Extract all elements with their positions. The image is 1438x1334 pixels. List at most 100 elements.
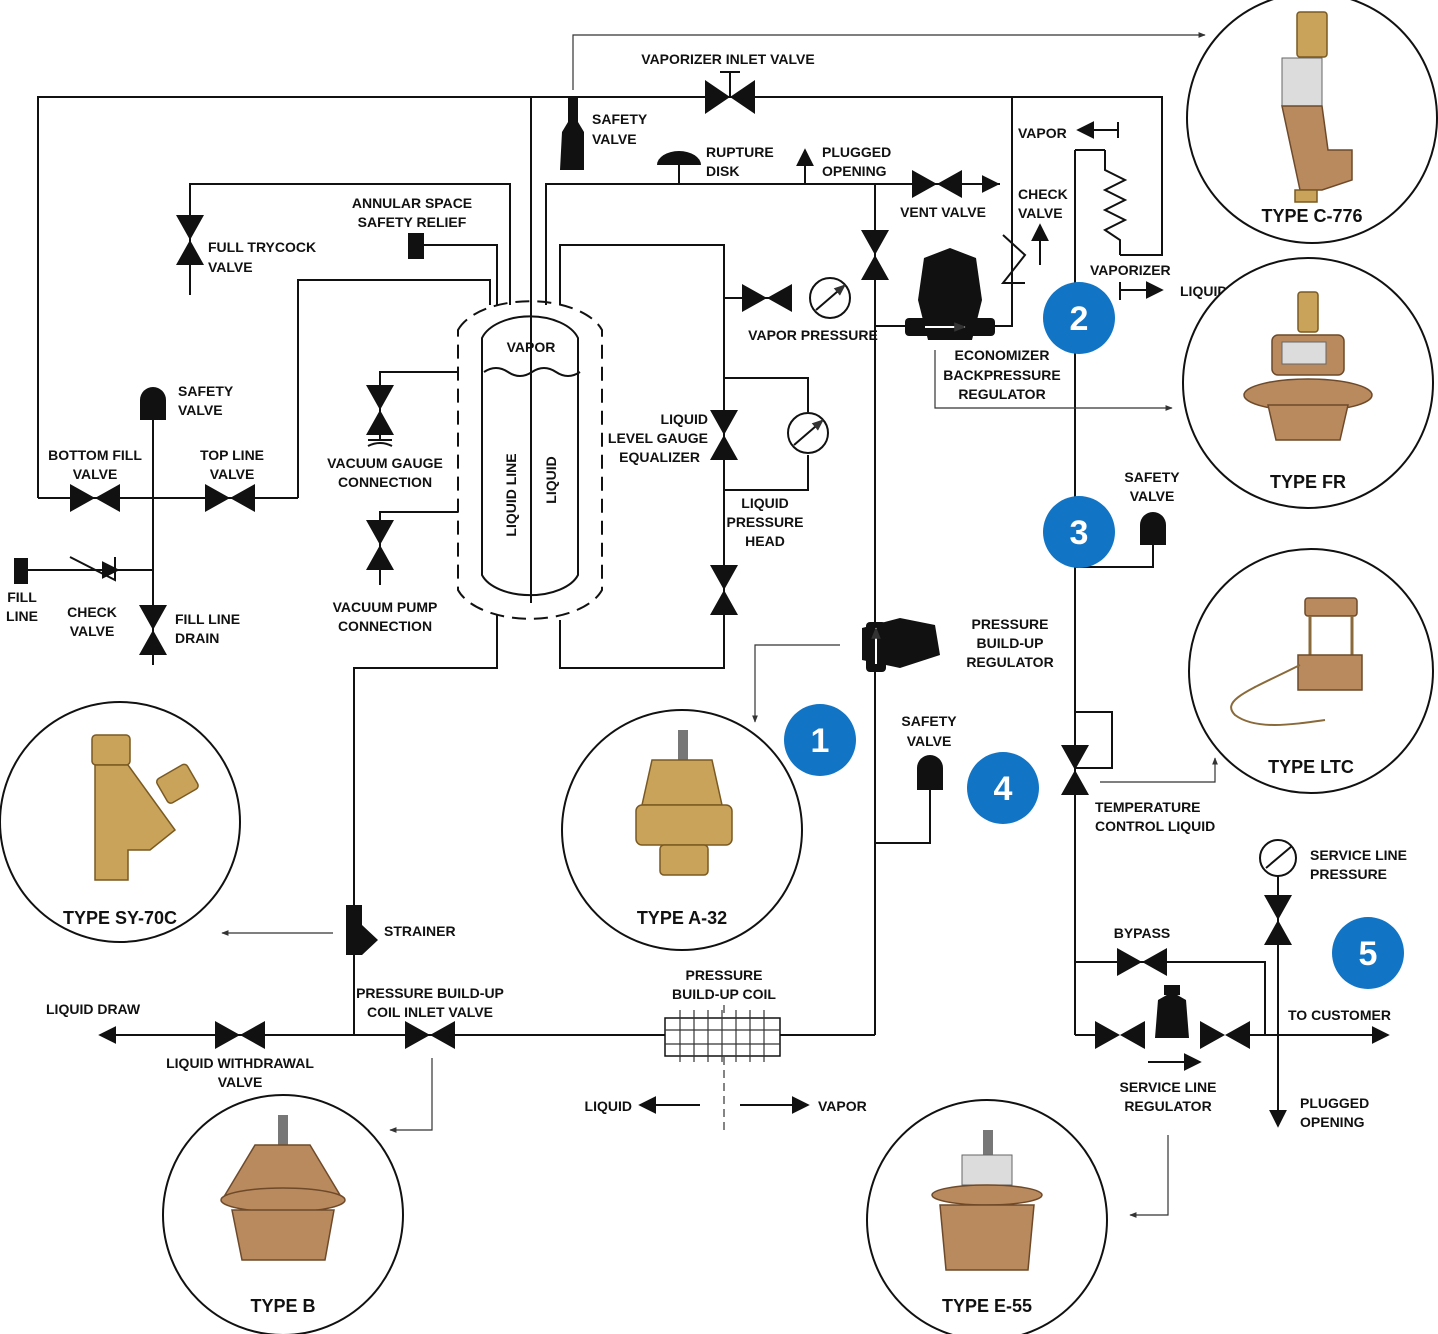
vapor-bottom-label: VAPOR [818,1098,867,1114]
vent-valve-label: VENT VALVE [900,204,986,220]
safety-valve-right-label-2: VALVE [1130,488,1175,504]
tank-liquid-line-label: LIQUID LINE [503,453,519,536]
vaporizer-label: VAPORIZER [1090,262,1171,278]
liquid-bottom-label: LIQUID [585,1098,632,1114]
vaporizer-inlet-valve-label: VAPORIZER INLET VALVE [641,51,814,67]
valves [70,71,1292,1049]
service-line-pressure-label-1: SERVICE LINE [1310,847,1407,863]
strainer-label: STRAINER [384,923,456,939]
pbu-coil-icon [664,1010,781,1062]
liquid-level-label-2: LEVEL GAUGE [608,430,708,446]
liquid-pressure-head-label-3: HEAD [745,533,785,549]
pbu-inlet-label-1: PRESSURE BUILD-UP [356,985,504,1001]
storage-tank: VAPOR LIQUID LINE LIQUID [457,300,603,620]
fill-line-drain-label-1: FILL LINE [175,611,240,627]
badge-2: 2 [1043,282,1115,354]
product-title-fr: TYPE FR [1270,472,1346,492]
check-valve-left-label-2: VALVE [70,623,115,639]
safety-valve-mid-icon [917,755,943,790]
vapor-pressure-valve-icon [742,284,792,312]
product-title-a32: TYPE A-32 [637,908,727,928]
safety-valve-right-label-1: SAFETY [1124,469,1180,485]
service-regulator-label-2: REGULATOR [1124,1098,1211,1114]
fill-line-label-1: FILL [7,589,37,605]
pbu-coil-label-1: PRESSURE [685,967,762,983]
product-type-e55: TYPE E-55 [866,1099,1108,1334]
fill-line-label-2: LINE [6,608,38,624]
vacuum-pump-valve-icon [366,520,394,570]
temperature-control-label-2: CONTROL LIQUID [1095,818,1215,834]
tank-liquid-label: LIQUID [543,456,559,503]
liquid-pressure-head-valve-icon [710,565,738,615]
service-outlet-valve-icon [1200,1021,1250,1049]
liquid-pressure-head-label-1: LIQUID [741,495,788,511]
bypass-valve-icon [1117,948,1167,976]
top-line-label-2: VALVE [210,466,255,482]
vent-valve-icon [912,170,962,198]
bottom-fill-valve-icon [70,484,120,512]
svg-text:1: 1 [811,722,830,760]
product-title-c776: TYPE C-776 [1261,206,1362,226]
vent-line-valve-icon [861,230,889,280]
pbu-inlet-label-2: COIL INLET VALVE [367,1004,493,1020]
badge-5: 5 [1332,917,1404,989]
check-valve-left-icon [69,556,116,582]
liquid-level-label-1: LIQUID [661,411,708,427]
full-trycock-label-1: FULL TRYCOCK [208,239,316,255]
badge-1: 1 [784,704,856,776]
product-type-c776: TYPE C-776 [1186,0,1438,244]
rupture-disk-label-1: RUPTURE [706,144,774,160]
liquid-level-gauge-valve-icon [710,410,738,460]
check-valve-left-label-1: CHECK [67,604,117,620]
service-inlet-valve-icon [1095,1021,1145,1049]
temperature-control-label-1: TEMPERATURE [1095,799,1201,815]
vaporizer-coil-icon [1102,150,1128,255]
vacuum-pump-label-2: CONNECTION [338,618,432,634]
product-title-b: TYPE B [250,1296,315,1316]
product-title-sy70c: TYPE SY-70C [63,908,177,928]
safety-valve-top-label-1: SAFETY [592,111,648,127]
fill-line-drain-valve-icon [139,605,167,655]
liquid-pressure-head-label-2: PRESSURE [726,514,803,530]
product-type-fr: TYPE FR [1182,257,1434,509]
service-pressure-valve-icon [1264,895,1292,945]
annular-space-relief-icon [408,233,424,259]
product-title-ltc: TYPE LTC [1268,757,1354,777]
svg-text:3: 3 [1070,514,1089,552]
product-type-sy70c: TYPE SY-70C [0,701,241,943]
leader-arrows [221,32,1218,1218]
annular-space-label-2: SAFETY RELIEF [358,214,467,230]
svg-text:4: 4 [994,770,1013,808]
badge-3: 3 [1043,496,1115,568]
rupture-disk-label-2: DISK [706,163,739,179]
plugged-opening-top-label-2: OPENING [822,163,887,179]
badge-4: 4 [967,752,1039,824]
labels: VAPORIZER INLET VALVE SAFETY VALVE RUPTU… [6,51,1407,1130]
safety-valve-left-label-2: VALVE [178,402,223,418]
pbu-regulator-label-2: BUILD-UP [977,635,1044,651]
liquid-draw-label: LIQUID DRAW [46,1001,141,1017]
safety-valve-top-label-2: VALVE [592,131,637,147]
product-type-ltc: TYPE LTC [1188,548,1434,794]
product-type-b: TYPE B [162,1094,404,1334]
safety-valve-left-label-1: SAFETY [178,383,234,399]
fill-line-drain-label-2: DRAIN [175,630,219,646]
pbu-regulator-label-3: REGULATOR [966,654,1053,670]
economizer-regulator-icon [905,248,995,340]
svg-text:2: 2 [1070,300,1089,338]
product-type-a32: TYPE A-32 [561,709,803,951]
top-line-valve-icon [205,484,255,512]
full-trycock-valve-icon [176,215,204,265]
economizer-label-2: BACKPRESSURE [943,367,1060,383]
to-customer-label: TO CUSTOMER [1288,1007,1391,1023]
pbu-regulator-label-1: PRESSURE [971,616,1048,632]
bypass-label: BYPASS [1114,925,1171,941]
annular-space-label-1: ANNULAR SPACE [352,195,472,211]
liquid-withdrawal-label-1: LIQUID WITHDRAWAL [166,1055,314,1071]
check-valve-top-icon [1000,234,1027,284]
bottom-fill-label-1: BOTTOM FILL [48,447,142,463]
service-regulator-label-1: SERVICE LINE [1120,1079,1217,1095]
vacuum-gauge-label-2: CONNECTION [338,474,432,490]
